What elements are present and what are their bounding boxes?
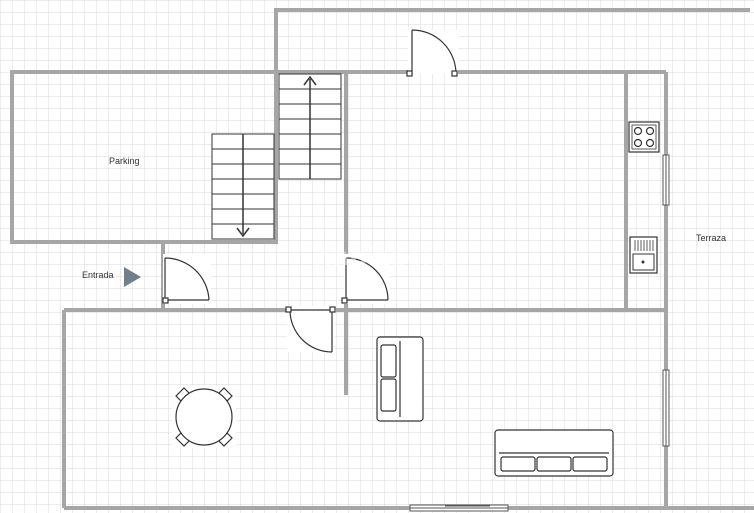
sofa-horizontal-icon (494, 429, 614, 477)
sofa-vertical-icon (376, 336, 424, 422)
doors (162, 29, 458, 353)
stairs-up (278, 73, 342, 180)
stairs-down (211, 133, 275, 240)
door-top (406, 29, 458, 77)
wall-parking (10, 70, 278, 244)
sink-icon (629, 236, 658, 274)
label-parking: Parking (109, 156, 140, 166)
dining-table-icon (172, 386, 236, 448)
wall-upper-boundary (274, 8, 750, 72)
windows (409, 154, 670, 512)
door-living (285, 306, 336, 353)
door-entrance (162, 254, 211, 304)
entrance-arrow-icon (124, 267, 141, 287)
door-hall-middle (341, 254, 390, 304)
cooktop-icon (628, 121, 660, 153)
label-entrada: Entrada (82, 270, 114, 280)
label-terraza: Terraza (696, 233, 726, 243)
watermark-logo: habitaclia (313, 242, 457, 272)
